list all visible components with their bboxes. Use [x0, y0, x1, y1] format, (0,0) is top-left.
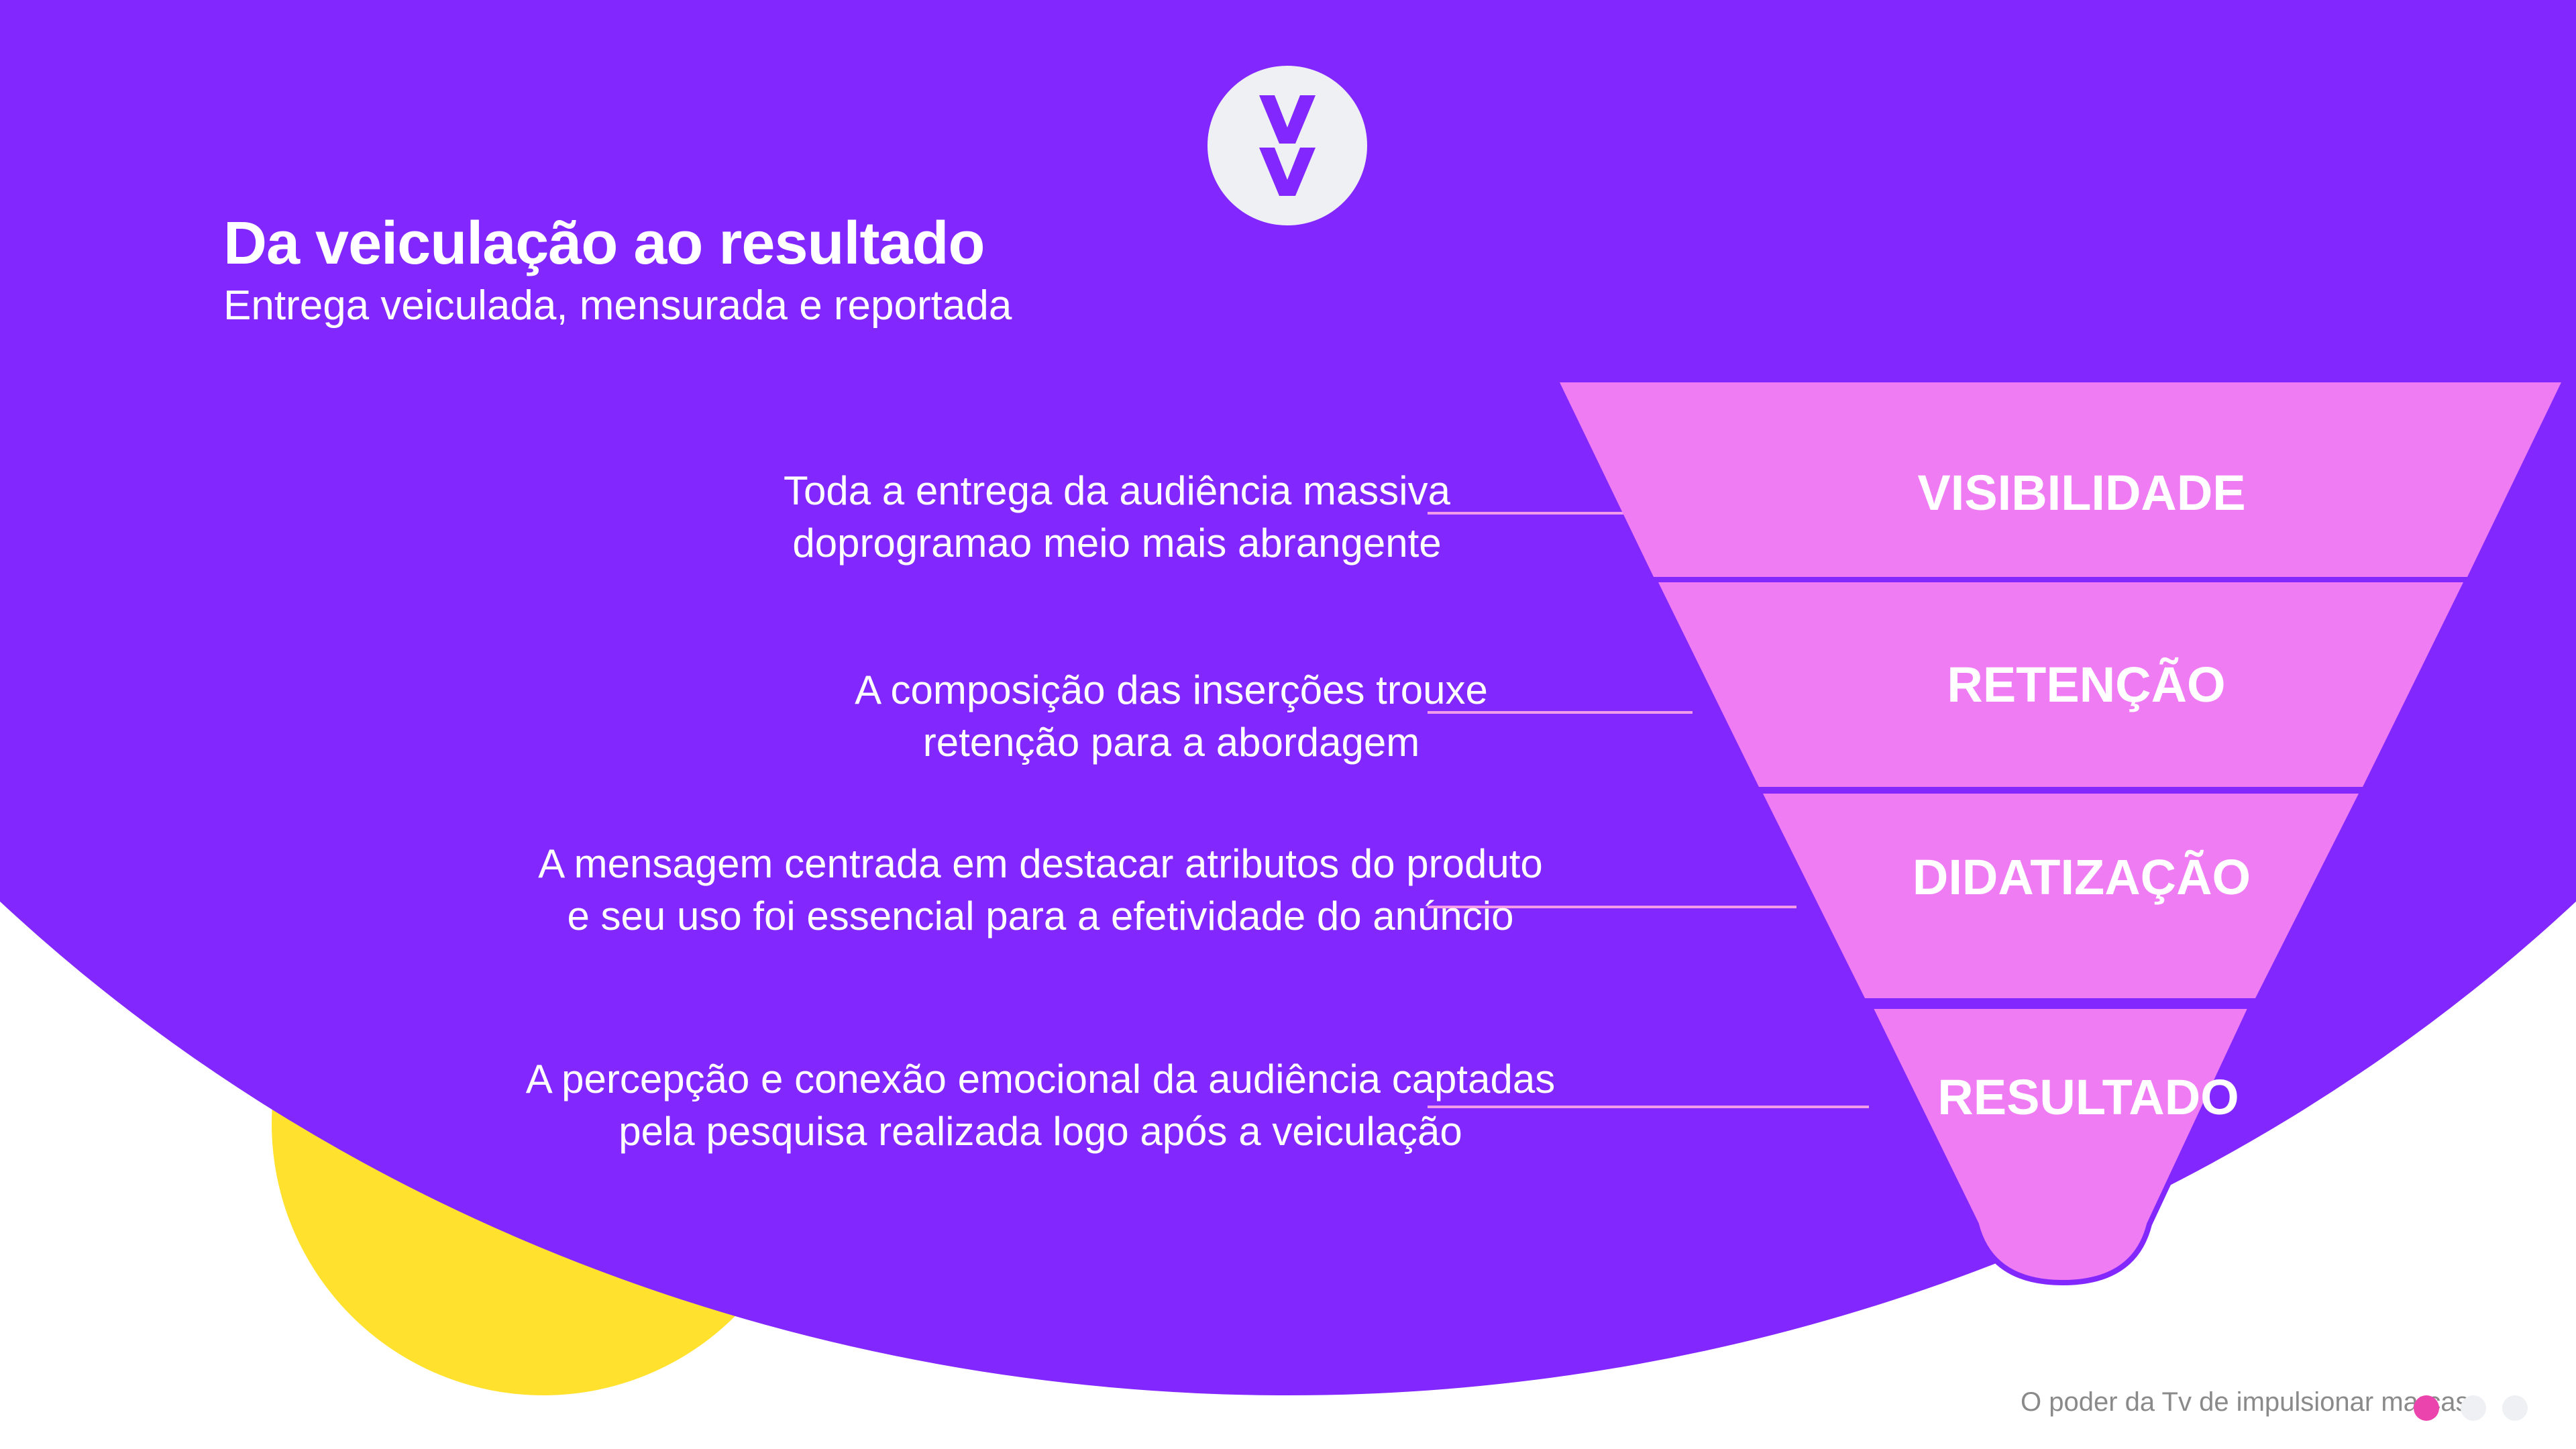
funnel-stage-resultado — [1865, 1004, 2256, 1286]
funnel-stage-visibilidade — [1560, 382, 2561, 577]
description-line: A percepção e conexão emocional da audiê… — [525, 1057, 1556, 1102]
description-line: A composição das inserções trouxe — [855, 667, 1488, 712]
connector-line-visibilidade — [1428, 512, 1629, 515]
stage-description-visibilidade: Toda a entrega da audiência massiva dopr… — [784, 465, 1450, 570]
logo — [1208, 66, 1367, 225]
funnel-stage-didatizacao — [1763, 794, 2359, 998]
description-line: retenção para a abordagem — [922, 720, 1420, 765]
footer-caption: O poder da Tv de impulsionar marcas — [2021, 1387, 2469, 1417]
connector-line-didatizacao — [1428, 906, 1796, 908]
funnel-label-resultado: RESULTADO — [1937, 1069, 2239, 1125]
connector-line-retencao — [1428, 711, 1693, 714]
description-line: e seu uso foi essencial para a efetivida… — [567, 894, 1514, 938]
description-line: Toda a entrega da audiência massiva — [784, 468, 1450, 513]
funnel-label-visibilidade: VISIBILIDADE — [1917, 465, 2246, 521]
stage-description-didatizacao: A mensagem centrada em destacar atributo… — [538, 838, 1543, 943]
page-indicator-dot — [2502, 1395, 2528, 1421]
double-v-icon — [1259, 95, 1316, 196]
stage-description-resultado: A percepção e conexão emocional da audiê… — [526, 1053, 1555, 1158]
description-line: A mensagem centrada em destacar atributo… — [538, 841, 1543, 886]
connector-line-resultado — [1428, 1106, 1869, 1108]
funnel-stage-retencao — [1658, 582, 2463, 787]
page-title: Da veiculação ao resultado — [223, 210, 985, 277]
page-subtitle: Entrega veiculada, mensurada e reportada — [223, 282, 1012, 329]
stage-description-retencao: A composição das inserções trouxe retenç… — [855, 664, 1488, 769]
funnel-label-retencao: RETENÇÃO — [1947, 657, 2226, 712]
description-line: pela pesquisa realizada logo após a veic… — [619, 1109, 1462, 1154]
description-line: doprogramao meio mais abrangente — [792, 521, 1442, 566]
page-indicator-dot — [2461, 1395, 2486, 1421]
page-indicator-dot-active — [2414, 1395, 2439, 1421]
funnel-label-didatizacao: DIDATIZAÇÃO — [1912, 849, 2251, 905]
